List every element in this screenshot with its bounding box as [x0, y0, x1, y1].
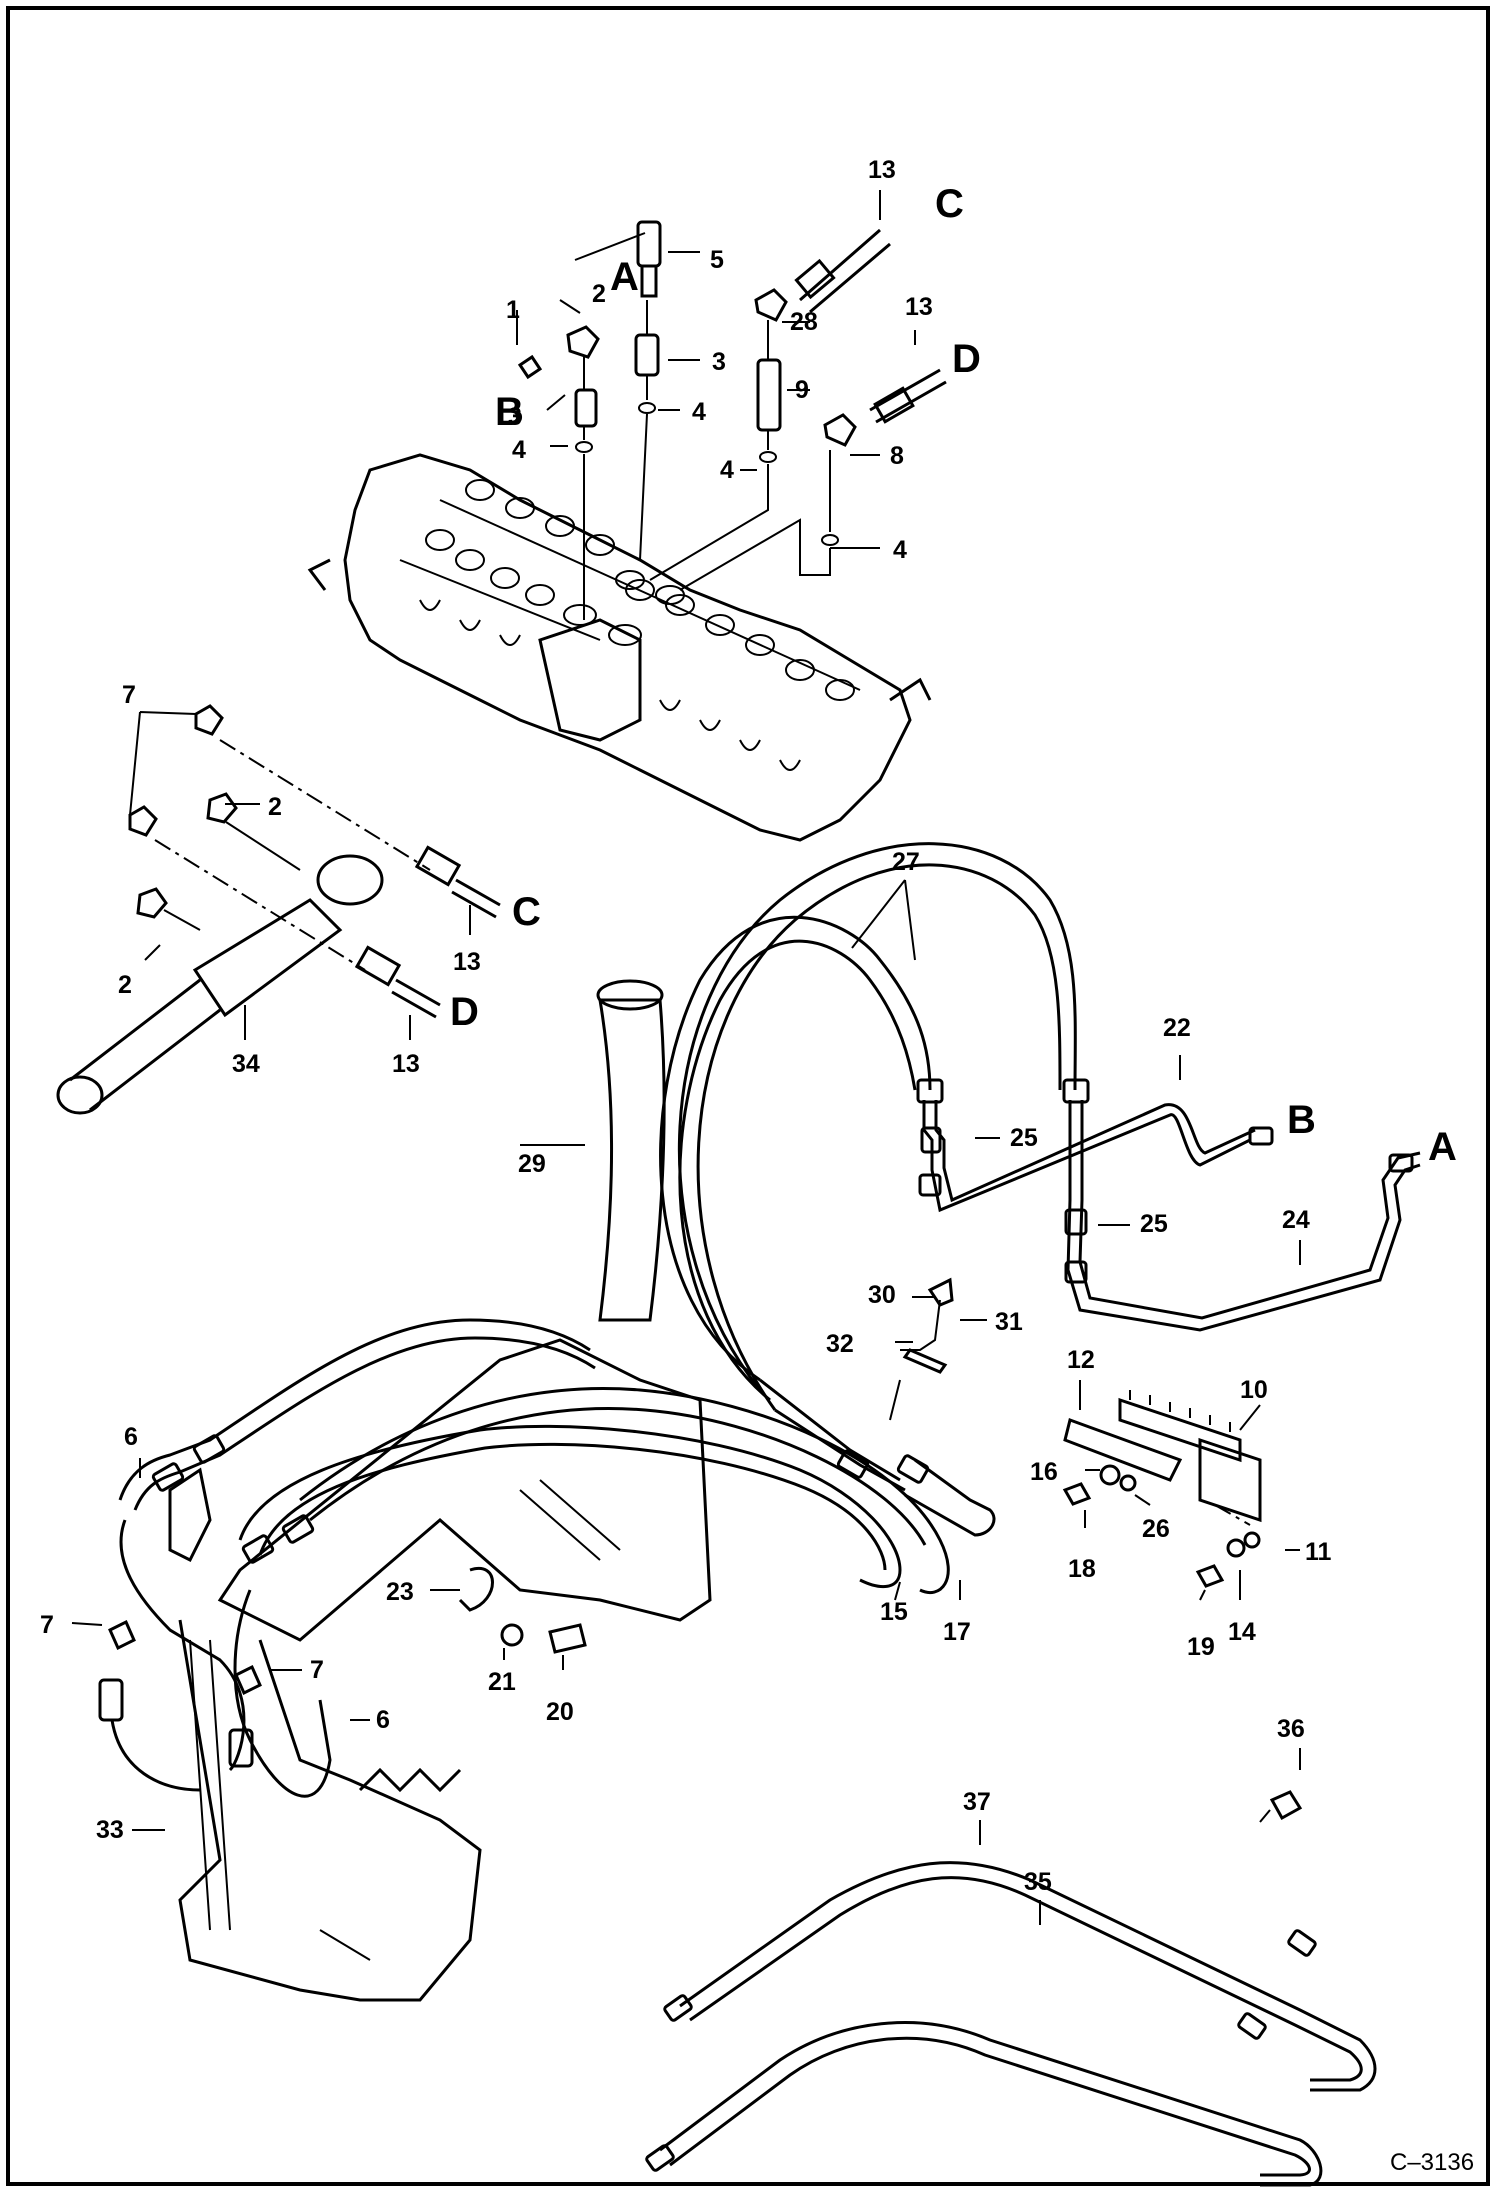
callout-21: 21: [488, 1668, 516, 1696]
callout-13: 13: [392, 1050, 420, 1078]
protective-sleeve: [596, 979, 666, 1322]
control-valve-block: [307, 453, 932, 842]
boom-arm: [168, 1338, 712, 2002]
callout-25: 25: [1010, 1124, 1038, 1152]
callout-11: 11: [1305, 1538, 1332, 1566]
callout-31: 31: [995, 1308, 1023, 1336]
callout-18: 18: [1068, 1555, 1096, 1583]
callout-7: 7: [122, 681, 136, 709]
callout-34: 34: [232, 1050, 260, 1078]
grease-fitting: [1259, 1790, 1303, 1823]
callout-15: 15: [880, 1598, 908, 1626]
callout-2: 2: [268, 793, 282, 821]
callout-26: 26: [1142, 1515, 1170, 1543]
callout-8: 8: [890, 442, 904, 470]
callout-13: 13: [453, 948, 481, 976]
callout-32: 32: [826, 1330, 854, 1358]
connection-letter-b-line: B: [1287, 1098, 1316, 1142]
callout-17: 17: [943, 1618, 971, 1646]
callout-5: 5: [710, 246, 724, 274]
pipe-lines: [916, 1078, 1421, 1332]
callout-28: 28: [790, 308, 818, 336]
callout-35: 35: [1024, 1868, 1052, 1896]
connection-letters: A B C D C D B A: [450, 182, 1457, 1169]
callout-4: 4: [692, 398, 706, 426]
connection-letter-d-side: D: [450, 990, 479, 1034]
connection-letter-a-line: A: [1428, 1125, 1457, 1169]
clip-and-bolt: [458, 1566, 587, 1654]
cylinder-assembly: [56, 704, 501, 1115]
callout-22: 22: [1163, 1014, 1191, 1042]
callout-23: 23: [386, 1578, 414, 1606]
callout-33: 33: [96, 1816, 124, 1844]
connection-letter-b-top: B: [495, 390, 524, 434]
callout-13: 13: [868, 156, 896, 184]
connection-letter-a-top: A: [610, 255, 639, 299]
callout-3: 3: [508, 403, 522, 431]
callout-10: 10: [1240, 1376, 1268, 1404]
callout-36: 36: [1277, 1715, 1305, 1743]
callout-2: 2: [118, 971, 132, 999]
valve-fittings: [517, 220, 947, 620]
connection-letter-c-side: C: [512, 890, 541, 934]
connection-letter-d-top: D: [952, 337, 981, 381]
clamp-block: [1062, 1390, 1262, 1588]
callout-6: 6: [376, 1706, 390, 1734]
callout-3: 3: [712, 348, 726, 376]
callout-1: 1: [506, 296, 520, 324]
callout-12: 12: [1067, 1346, 1095, 1374]
hose-loops: [659, 842, 1077, 1537]
callout-14: 14: [1228, 1618, 1256, 1646]
callout-13: 13: [905, 293, 933, 321]
drawing-code: C–3136: [1390, 2149, 1474, 2176]
leader-lines: [71, 190, 1301, 1925]
callout-29: 29: [518, 1150, 546, 1178]
callout-4: 4: [720, 456, 734, 484]
arm-hoses: [98, 1318, 950, 1798]
callout-7: 7: [310, 1656, 324, 1684]
callout-4: 4: [512, 436, 526, 464]
callout-27: 27: [892, 848, 920, 876]
callout-4: 4: [893, 536, 907, 564]
callout-19: 19: [1187, 1633, 1215, 1661]
callout-numbers: 13 5 1 2 28 13 3 3 9 4 4 8 4 4 7 2 2 13 …: [40, 156, 1332, 1896]
connection-letter-c-top: C: [935, 182, 964, 226]
callout-20: 20: [546, 1698, 574, 1726]
callout-6: 6: [124, 1423, 138, 1451]
callout-37: 37: [963, 1788, 991, 1816]
callout-2: 2: [592, 280, 606, 308]
callout-7: 7: [40, 1611, 54, 1639]
callout-25: 25: [1140, 1210, 1168, 1238]
bottom-lines: [645, 1861, 1377, 2187]
callout-24: 24: [1282, 1206, 1310, 1234]
callout-30: 30: [868, 1281, 896, 1309]
callout-16: 16: [1030, 1458, 1058, 1486]
bolt-assembly: [889, 1277, 954, 1421]
callout-9: 9: [795, 376, 809, 404]
diagram-border: [6, 6, 1490, 2186]
